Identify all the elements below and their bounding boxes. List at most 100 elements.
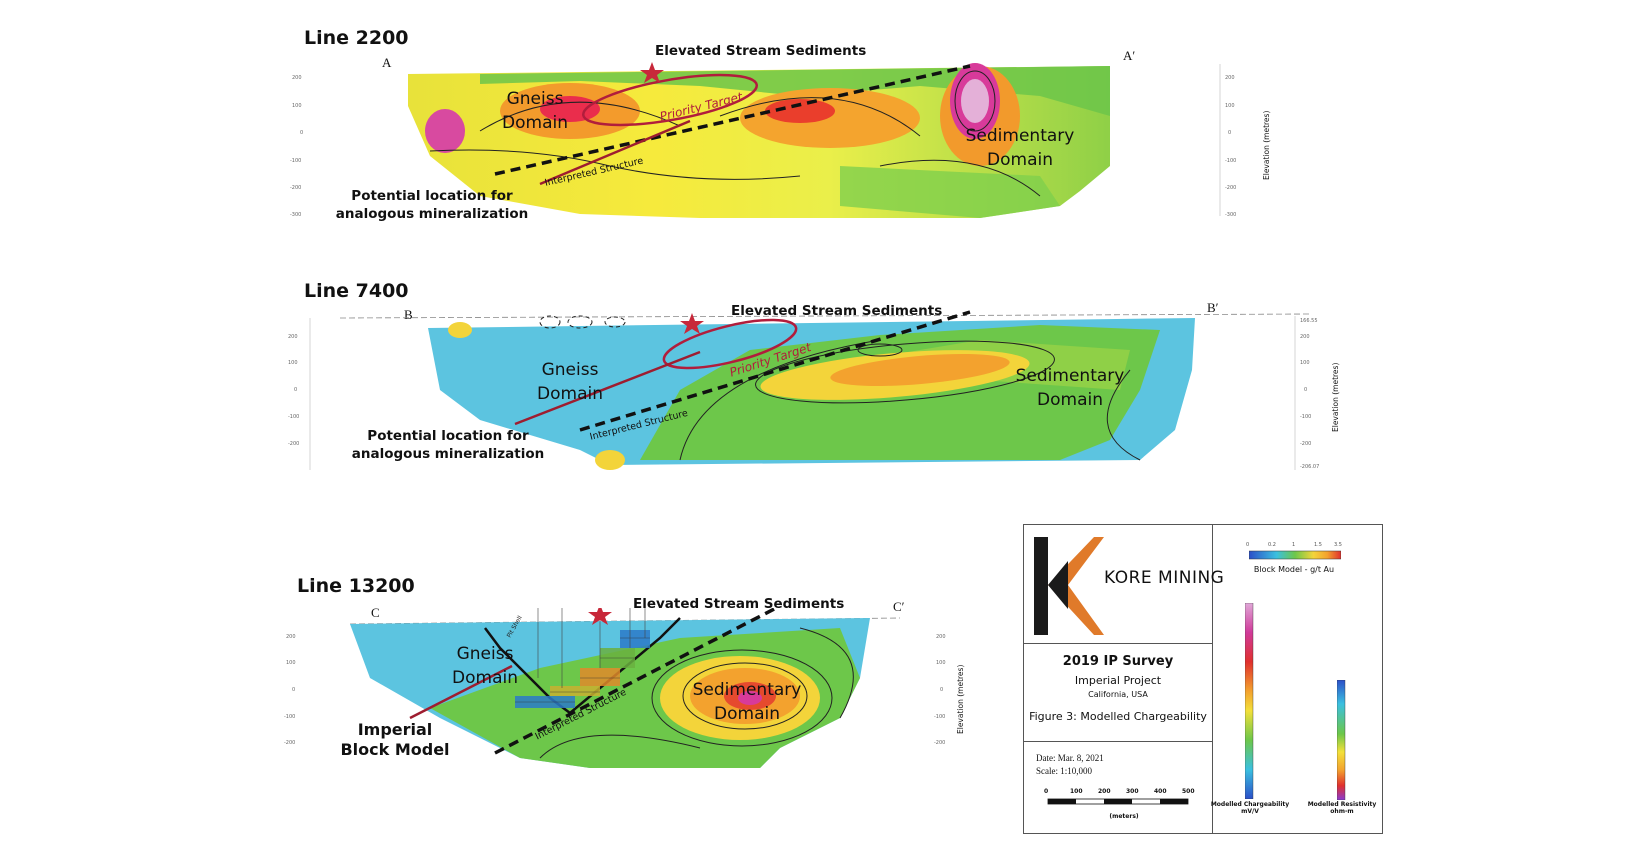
priority-target-ellipse <box>582 73 758 127</box>
svg-text:0: 0 <box>294 387 297 393</box>
stream-sediment-star-icon <box>640 62 664 83</box>
callout-line <box>409 664 513 720</box>
project-location: California, USA <box>1088 690 1148 699</box>
chargeability-colorbar <box>1245 603 1254 799</box>
section-end-label: A′ <box>1123 48 1136 63</box>
kore-mining-logo <box>1034 537 1104 635</box>
section-2200-profile: 200 100 0 -100 -200 -300 200 100 0 -100 -200 -30… <box>290 62 1236 218</box>
section-start-label: A <box>382 55 392 70</box>
svg-text:-100: -100 <box>290 158 301 164</box>
section-start-label: B <box>404 307 413 322</box>
left-axis-ticks: 200 100 0 -100 -200 -300 <box>290 75 303 218</box>
low-zone <box>840 166 1060 218</box>
svg-text:-300: -300 <box>290 212 301 218</box>
section-title-line-7400: Line 7400 <box>304 280 409 302</box>
anomaly-core <box>738 691 762 705</box>
svg-text:-200: -200 <box>934 740 945 746</box>
svg-text:0: 0 <box>300 130 303 136</box>
svg-text:100: 100 <box>936 660 946 666</box>
svg-text:200: 200 <box>292 75 302 81</box>
callout-line <box>539 119 691 186</box>
svg-text:0: 0 <box>1304 387 1307 393</box>
interpreted-structure-line <box>579 310 971 432</box>
scale-unit: (meters) <box>1109 813 1139 820</box>
svg-text:200: 200 <box>1225 75 1235 81</box>
priority-target-ellipse <box>662 318 798 370</box>
svg-text:-206.07: -206.07 <box>1300 464 1319 470</box>
svg-text:-100: -100 <box>288 414 299 420</box>
block-model-label: Block Model - g/t Au <box>1253 565 1335 574</box>
section-title-line-13200: Line 13200 <box>297 575 415 597</box>
resistivity-colorbar <box>1337 680 1346 800</box>
svg-text:0: 0 <box>940 687 943 693</box>
elevation-axis-label: Elevation (metres) <box>1331 362 1340 432</box>
svg-text:-200: -200 <box>1225 185 1236 191</box>
anomaly-zone <box>595 450 625 470</box>
contour-lines <box>679 339 1141 461</box>
svg-text:-100: -100 <box>934 714 945 720</box>
svg-text:-200: -200 <box>288 441 299 447</box>
svg-text:100: 100 <box>1225 103 1235 109</box>
svg-text:-200: -200 <box>1300 441 1311 447</box>
stream-sediment-label: Elevated Stream Sediments <box>633 596 845 612</box>
survey-title: 2019 IP Survey <box>1062 654 1174 669</box>
svg-text:100: 100 <box>292 103 302 109</box>
scale-note: Scale: 1:10,000 <box>1036 766 1092 776</box>
anomaly-zone <box>448 322 472 338</box>
svg-text:0: 0 <box>292 687 295 693</box>
block-model-colorbar <box>1249 550 1341 560</box>
figure-caption: Figure 3: Modelled Chargeability <box>1029 710 1207 723</box>
svg-text:-100: -100 <box>284 714 295 720</box>
elevation-axis-label: Elevation (metres) <box>1262 110 1271 180</box>
stream-sediment-star-icon <box>680 313 704 334</box>
svg-text:-100: -100 <box>1300 414 1311 420</box>
callout-line <box>514 350 701 426</box>
stream-sediment-star-icon <box>588 608 612 625</box>
svg-text:200: 200 <box>936 634 946 640</box>
section-end-label: C′ <box>893 599 905 614</box>
title-block: KORE MINING 2019 IP Survey Imperial Proj… <box>1023 524 1383 834</box>
section-end-label: B′ <box>1207 300 1219 315</box>
anomaly-core <box>765 99 835 123</box>
scale-bar <box>1047 798 1189 805</box>
elevation-axis-label: Elevation (metres) <box>956 664 965 734</box>
project-name: Imperial Project <box>1074 674 1162 687</box>
interpreted-structure-line <box>494 64 971 176</box>
left-axis-ticks: 200 100 0 -100 -200 <box>284 634 296 746</box>
stream-sediment-label: Elevated Stream Sediments <box>655 43 867 59</box>
resistivity-high <box>425 109 465 153</box>
section-title-line-2200: Line 2200 <box>304 27 409 49</box>
svg-text:0: 0 <box>1228 130 1231 136</box>
interpreted-structure-line <box>494 608 780 755</box>
anomaly-core <box>830 353 1010 387</box>
section-start-label: C <box>371 605 380 620</box>
svg-text:-200: -200 <box>284 740 295 746</box>
svg-text:100: 100 <box>1300 360 1310 366</box>
svg-text:-200: -200 <box>290 185 301 191</box>
left-axis-ticks: 200 100 0 -100 -200 <box>288 334 299 447</box>
right-axis-ticks: 200 100 0 -100 -200 <box>934 634 946 746</box>
surface-contours <box>539 315 626 329</box>
svg-text:-300: -300 <box>1225 212 1236 218</box>
contour-lines <box>539 627 854 759</box>
svg-text:200: 200 <box>288 334 298 340</box>
svg-text:100: 100 <box>286 660 296 666</box>
svg-text:200: 200 <box>286 634 296 640</box>
svg-text:100: 100 <box>288 360 298 366</box>
svg-text:200: 200 <box>1300 334 1310 340</box>
stream-sediment-label: Elevated Stream Sediments <box>731 303 943 319</box>
svg-text:-100: -100 <box>1225 158 1236 164</box>
company-name: KORE MINING <box>1104 568 1225 588</box>
date-note: Date: Mar. 8, 2021 <box>1036 753 1104 763</box>
